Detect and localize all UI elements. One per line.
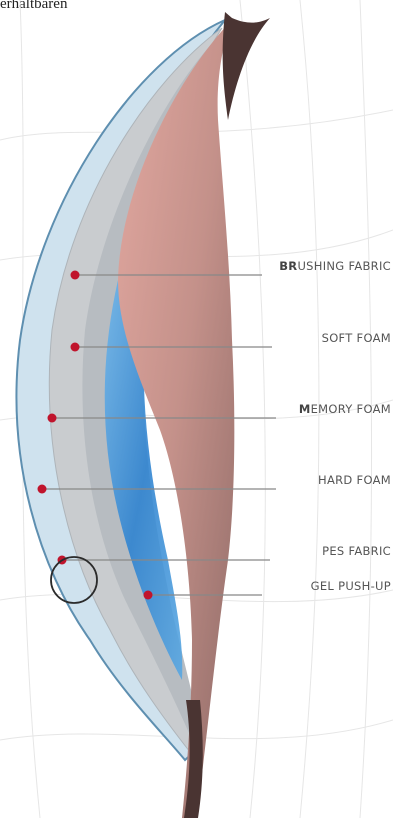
label-pes-fabric: PES FABRIC <box>322 544 391 558</box>
label-hard-foam: HARD FOAM <box>318 473 391 487</box>
label-soft-foam: SOFT FOAM <box>322 331 391 345</box>
label-memory-foam: MEMORY FOAM <box>299 402 391 416</box>
label-gel-push-up: GEL PUSH-UP <box>311 579 391 593</box>
marker-gel-push-up <box>144 591 153 600</box>
marker-memory-foam <box>48 414 57 423</box>
marker-hard-foam <box>38 485 47 494</box>
label-brushing-fabric: BRUSHING FABRIC <box>279 259 391 273</box>
marker-soft-foam <box>71 343 80 352</box>
marker-brushing-fabric <box>71 271 80 280</box>
